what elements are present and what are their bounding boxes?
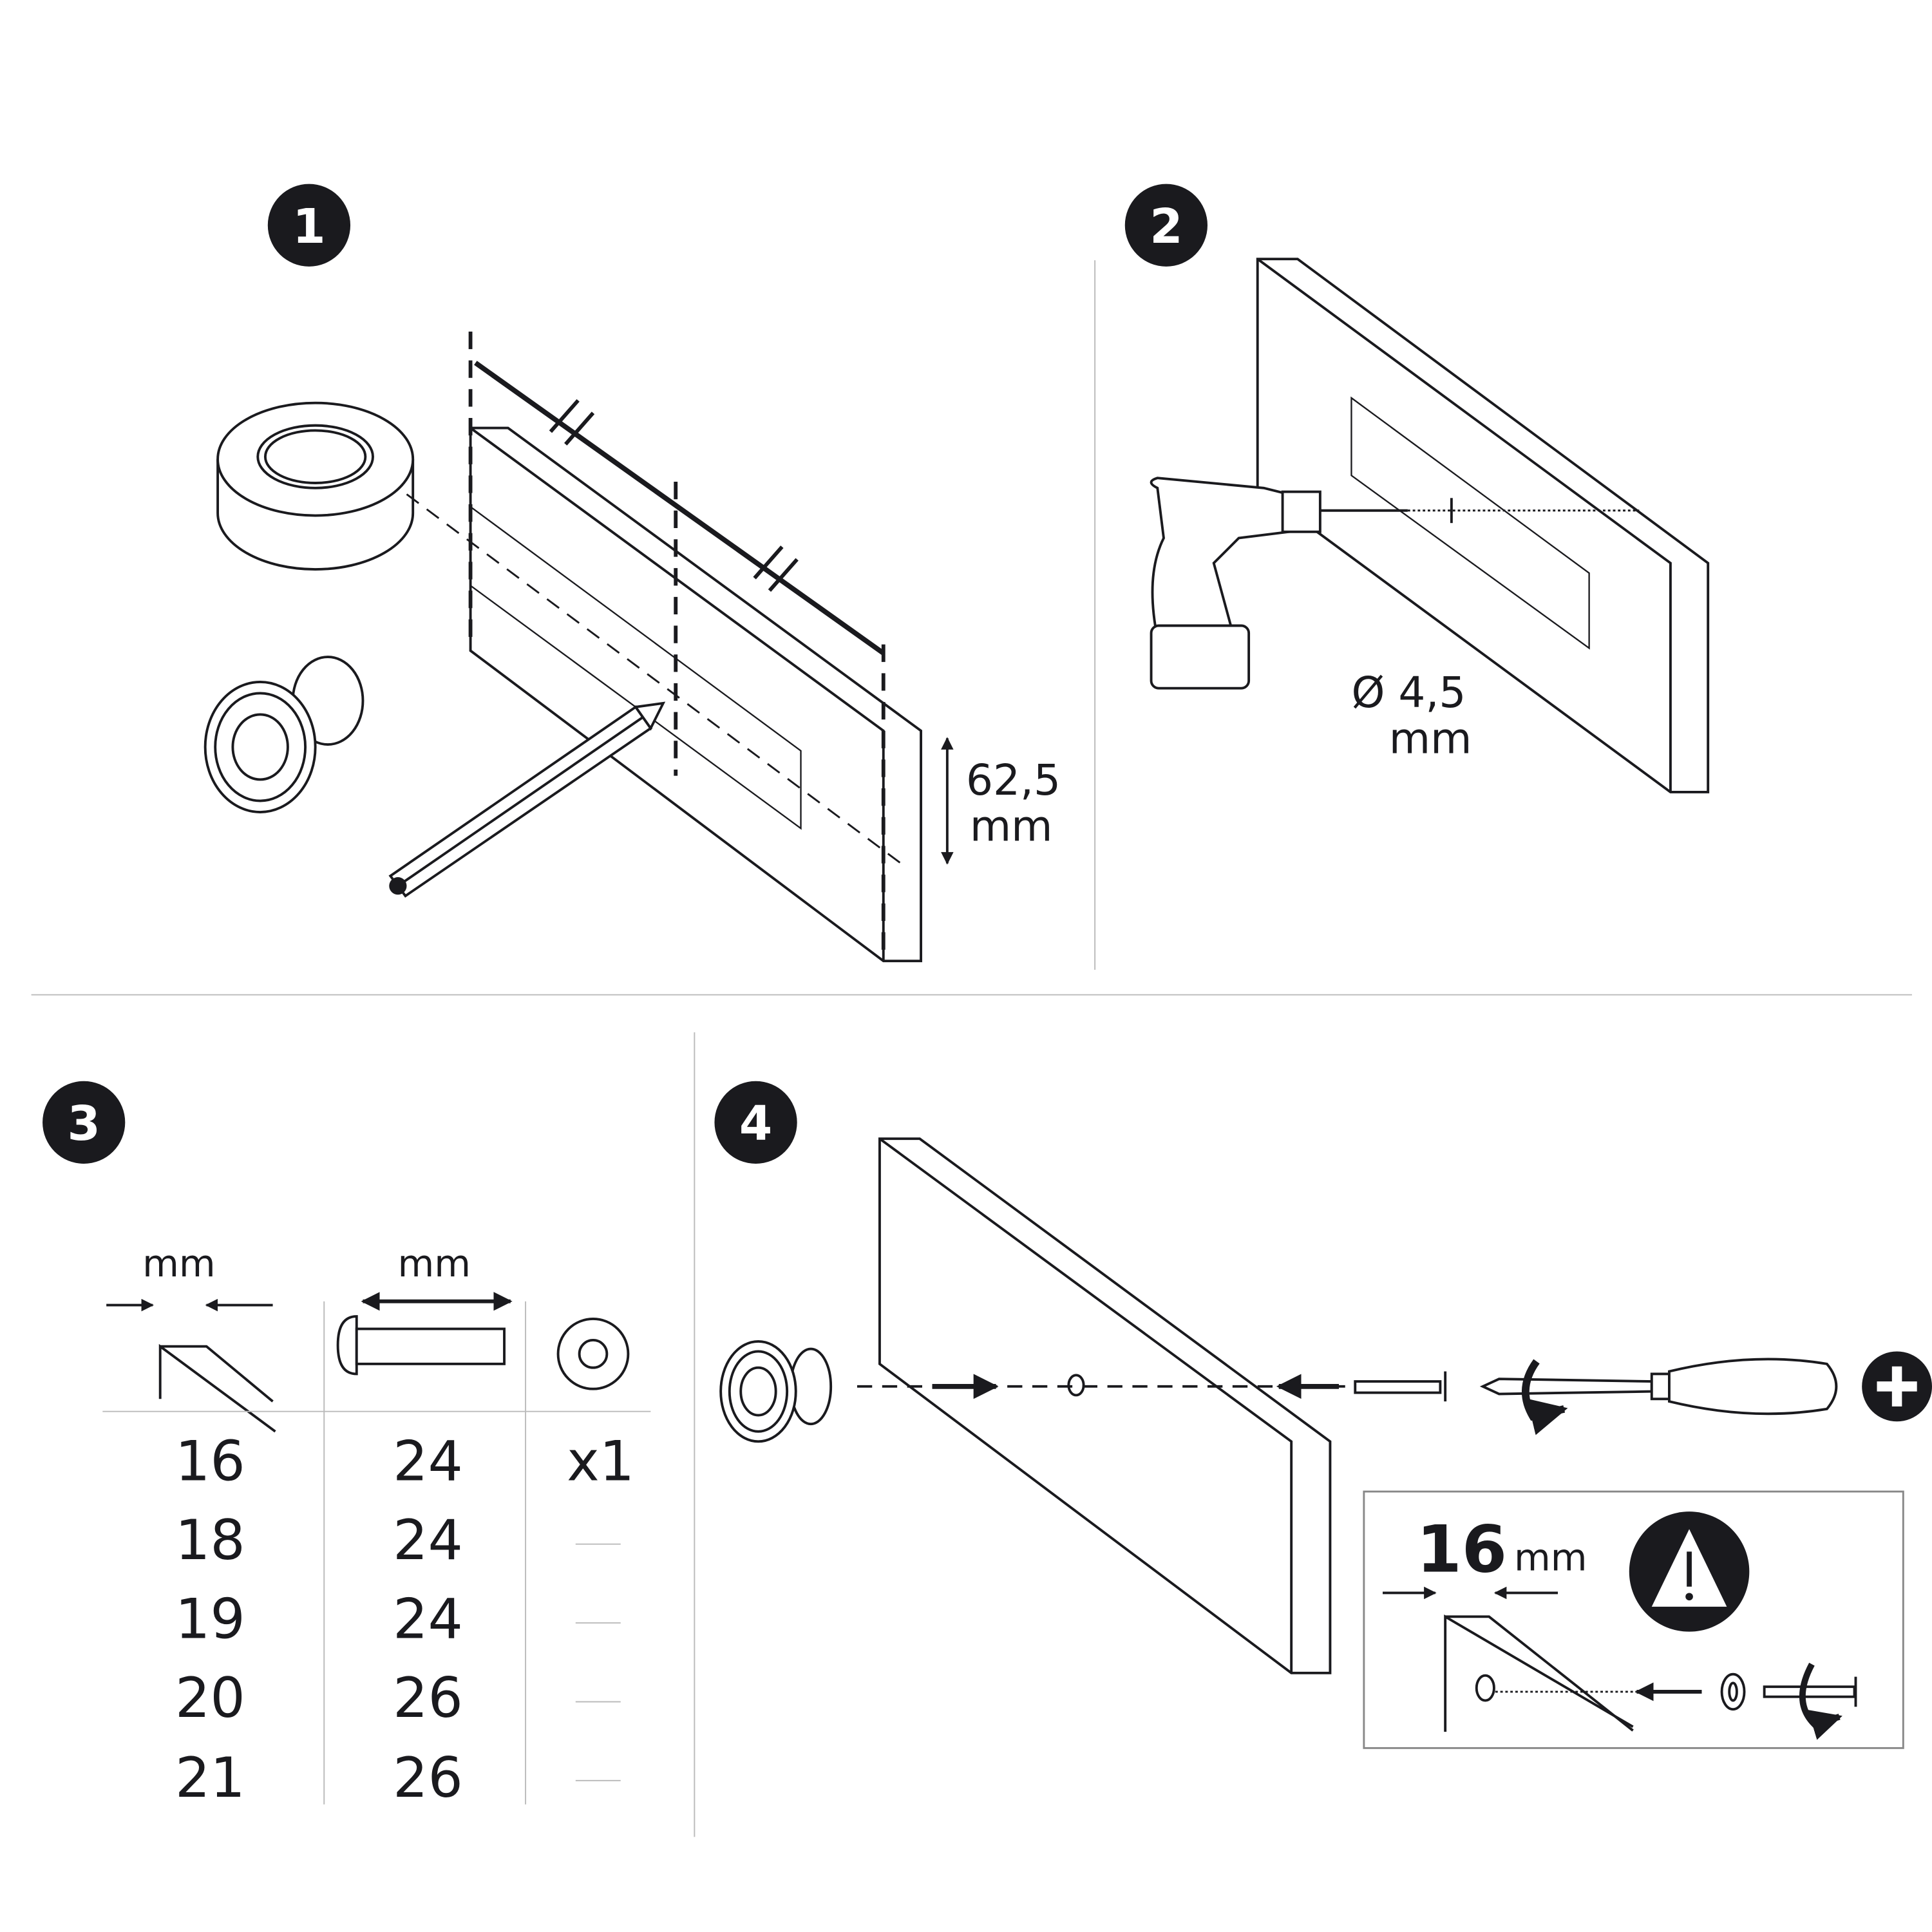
drill-unit: mm [1389,714,1472,764]
step-1: 1 [204,184,1061,963]
knob-icon [204,656,365,813]
tape-roll-icon [216,401,902,864]
rotate-arrow-icon [1799,1662,1842,1740]
step-number: 3 [67,1096,100,1151]
screwdriver-icon [1479,1358,1838,1435]
step-2: 2 Ø 4,5 mm [1124,184,1710,793]
warning-box: 16 mm [1363,1490,1904,1749]
table-row: 21 26 [175,1747,621,1810]
phillips-plus-icon [1862,1351,1932,1422]
step-badge [714,1081,797,1164]
measure-line [474,361,886,656]
knob-icon [719,1340,833,1443]
step-number: 1 [292,199,325,254]
parts-table: mm mm 16 24 x1 [102,1242,651,1810]
step-number: 4 [739,1096,772,1151]
board-thickness-icon [106,1298,276,1433]
drill-diameter: Ø 4,5 [1351,668,1466,717]
header-thickness-unit: mm [142,1242,216,1285]
table-row: 20 26 [175,1667,621,1730]
table-row: 16 24 x1 [175,1430,634,1494]
thickness-cell: 19 [175,1587,245,1651]
table-row: 19 24 [175,1587,621,1651]
warning-thickness: 16 [1416,1511,1507,1587]
step-badge [43,1081,126,1164]
drill-icon [1150,477,1408,690]
step-4: 4 16 [714,1081,1932,1749]
thickness-cell: 16 [175,1430,245,1494]
step-3: 3 mm mm 16 24 [43,1081,651,1810]
header-screw-unit: mm [397,1242,471,1285]
warning-unit: mm [1514,1535,1587,1579]
pencil-icon [388,701,666,898]
board [878,1137,1332,1674]
step-badge [267,184,351,267]
thickness-cell: 21 [175,1747,245,1810]
washer-icon [1720,1672,1746,1711]
dimension-value: 62,5 [966,755,1061,805]
dimension-unit: mm [970,802,1053,851]
rotate-arrow-icon [1522,1359,1568,1435]
table-row: 18 24 [175,1509,621,1573]
board [469,426,922,963]
thickness-cell: 20 [175,1667,245,1730]
screw-cell: 24 [393,1430,463,1494]
screw-cell: 24 [393,1509,463,1573]
screw-cell: 26 [393,1747,463,1810]
washer-cell: x1 [567,1430,634,1494]
board [1256,258,1710,793]
washer-icon [556,1317,630,1390]
screw-icon [1763,1685,1856,1698]
screw-cell: 26 [393,1667,463,1730]
step-number: 2 [1150,199,1182,254]
screw-icon [1354,1371,1447,1402]
warning-icon [1629,1511,1750,1632]
step-badge [1124,184,1208,267]
thickness-cell: 18 [175,1509,245,1573]
screw-length-icon [336,1292,513,1376]
screw-cell: 24 [393,1587,463,1651]
